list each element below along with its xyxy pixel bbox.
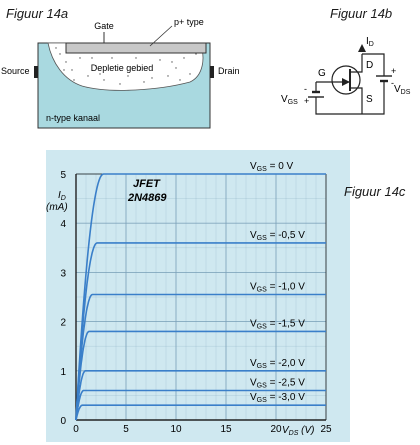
x-tick-label: 20 — [270, 424, 282, 435]
id-label: ID — [366, 36, 374, 48]
curve-vgs-0-v — [75, 173, 326, 421]
x-tick-label: 25 — [320, 424, 332, 435]
y-tick-label: 4 — [60, 219, 66, 230]
gate-arrow-icon — [342, 78, 350, 86]
curve-label: VGS = -2,5 V — [250, 377, 305, 389]
device-name: JFET — [133, 178, 161, 190]
n-type-label: n-type kanaal — [46, 113, 100, 123]
fig14a-title: Figuur 14a — [6, 6, 69, 21]
source-contact — [34, 66, 38, 78]
x-tick-label: 0 — [73, 424, 79, 435]
depletion-region — [47, 42, 204, 91]
curve-vgs-0-5-v — [75, 242, 326, 421]
y-axis-unit: (mA) — [46, 202, 68, 213]
chart-curves — [75, 173, 326, 421]
curve-label: VGS = -2,0 V — [250, 358, 305, 370]
vgs-minus: - — [304, 84, 307, 94]
y-tick-label: 1 — [60, 367, 66, 378]
y-axis-label: ID — [58, 190, 66, 202]
curve-label: VGS = -1,5 V — [250, 318, 305, 330]
drain-contact — [210, 66, 214, 78]
vds-minus: - — [391, 78, 394, 88]
curve-label: VGS = 0 V — [250, 161, 294, 173]
gate-p-plus-region — [65, 42, 207, 54]
fig14c-title: Figuur 14c — [344, 184, 406, 199]
g-label: G — [318, 68, 326, 79]
jfet-cross-section: Gate p+ type Depletie gebied Source Drai… — [1, 18, 240, 129]
curve-label: VGS = -1,0 V — [250, 282, 305, 294]
x-tick-label: 15 — [220, 424, 232, 435]
drain-label: Drain — [218, 66, 240, 76]
vds-label: VDS — [394, 84, 411, 96]
curve-vgs-2-0-v — [75, 370, 326, 421]
gate-label: Gate — [94, 21, 114, 31]
x-axis-label: VDS (V) — [282, 425, 315, 437]
curve-label: VGS = -3,0 V — [250, 392, 305, 404]
curve-labels: VGS = 0 V VGS = -0,5 V VGS = -1,0 V VGS = -… — [250, 161, 305, 404]
curve-label: VGS = -0,5 V — [250, 230, 305, 242]
curve-vgs-3-0-v — [75, 404, 326, 421]
y-tick-label: 5 — [60, 170, 66, 181]
device-part-number: 2N4869 — [127, 192, 167, 204]
x-tick-label: 5 — [123, 424, 129, 435]
y-tick-label: 2 — [60, 318, 66, 329]
p-plus-pointer — [149, 25, 173, 47]
depletion-label: Depletie gebied — [91, 63, 154, 73]
depletion-dots — [55, 47, 197, 85]
vgs-label: VGS — [281, 94, 298, 106]
y-tick-label: 0 — [60, 416, 66, 427]
jfet-circuit: ID G D S VGS VDS - + + - — [281, 36, 411, 115]
fig14b-title: Figuur 14b — [330, 6, 393, 21]
tick-labels: 0 5 10 15 20 25 0 1 2 3 4 5 — [60, 170, 332, 435]
x-tick-label: 10 — [170, 424, 182, 435]
curve-vgs-1-5-v — [75, 330, 326, 421]
s-label: S — [366, 94, 373, 105]
id-arrow-icon — [358, 44, 366, 52]
p-plus-label: p+ type — [174, 18, 204, 27]
jfet-symbol — [331, 65, 361, 95]
curve-vgs-2-5-v — [75, 389, 326, 421]
curve-vgs-1-0-v — [75, 293, 326, 421]
vds-plus: + — [391, 66, 396, 76]
d-label: D — [366, 60, 373, 71]
source-label: Source — [1, 66, 30, 76]
vgs-plus: + — [304, 96, 309, 106]
y-tick-label: 3 — [60, 268, 66, 279]
